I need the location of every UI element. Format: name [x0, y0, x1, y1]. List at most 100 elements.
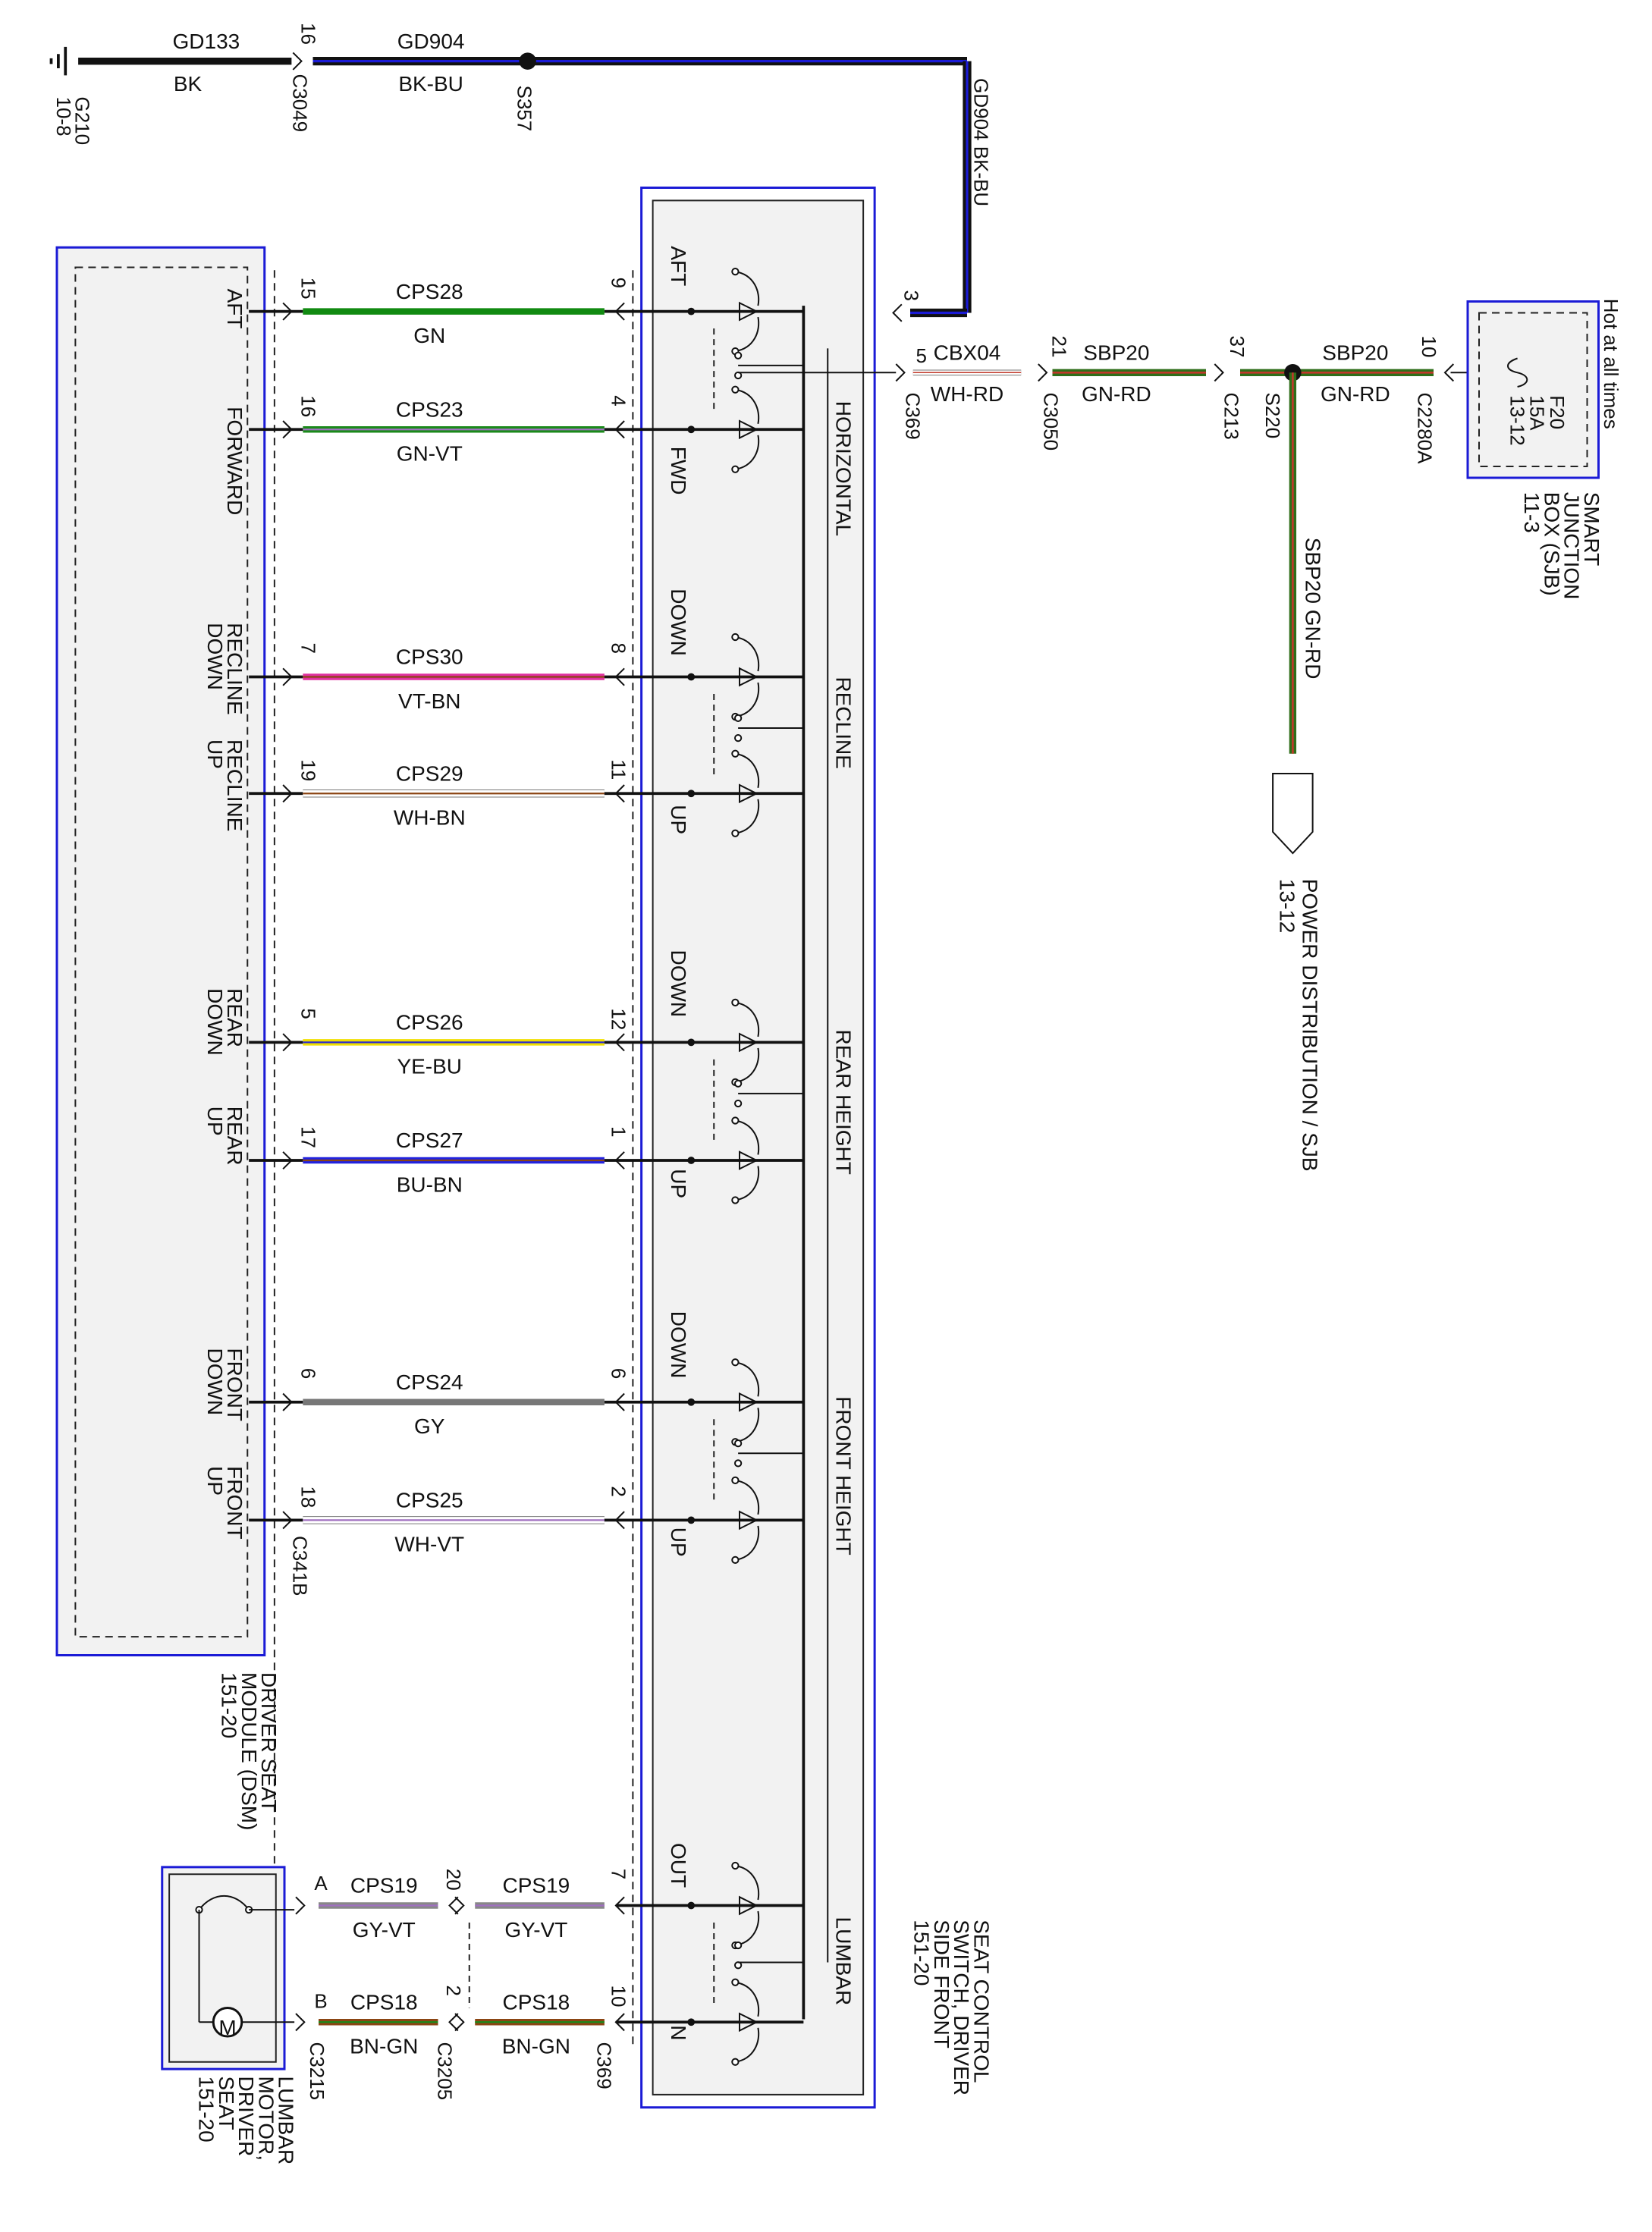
splice-s357-label: S357 [514, 86, 536, 132]
ground-wire-color: BK [174, 72, 203, 96]
lumbar-wire-cps19-color-b: GY-VT [504, 1918, 567, 1942]
feed-conn1: C3050 [1039, 393, 1062, 451]
lumbar-wire-cps18-color-a: BN-GN [350, 2035, 418, 2058]
switch-section-3: REAR HEIGHT [832, 1030, 856, 1175]
fuse-label: 13-12 [1506, 395, 1528, 446]
lumbar-wire-cps19-contact-lever [735, 1865, 760, 1901]
lumbar-wire-cps18-contact-lever [735, 1981, 760, 2017]
lumbar-wire-cps18-inline-arrow2 [454, 2013, 465, 2032]
lumbar-wire-cps19-motor-arrow [295, 1896, 306, 1915]
switch-mid-contact [734, 1439, 743, 1448]
sjb-fill [1468, 301, 1599, 478]
lumbar-wire-cps18-contact-lever2 [735, 2027, 760, 2063]
dsm-wire-cps25-switch-pin: 2 [607, 1486, 630, 1496]
dsm-wire-cps29-switch-arrow [614, 784, 625, 803]
dsm-wire-cps24-function: FRONT [223, 1348, 247, 1421]
dsm-wire-cps27-function: REAR [223, 1107, 247, 1166]
switch-mid-contact [734, 1079, 743, 1088]
dsm-wire-cps29-dsm-pin: 19 [297, 759, 320, 781]
gd904-name: GD904 [397, 30, 465, 53]
lumbar-wire-cps19-node [687, 1901, 696, 1910]
dsm-wire-cps30-circuit: CPS30 [396, 645, 463, 669]
lumbar-inline-connector: C3205 [434, 2042, 457, 2101]
lumbar-wire-cps19-color-a: GY-VT [353, 1918, 416, 1942]
dsm-wire-cps27-contact-pivot [731, 1116, 740, 1125]
dsm-wire-cps25-contact-pivot2 [731, 1555, 740, 1564]
dsm-wire-cps26-dsm-arrow [282, 1033, 293, 1052]
dsm-wire-cps25-contact-pivot [731, 1476, 740, 1484]
dsm-wire-cps30-contact-lever [735, 636, 760, 672]
dsm-connector: C341B [288, 1536, 311, 1596]
dsm-wire-cps23-color: GN-VT [397, 442, 463, 466]
lumbar-wire-cps19-circuit-b: CPS19 [503, 1874, 570, 1898]
dsm-wire-cps30-dsm-arrow [282, 667, 293, 686]
dsm-wire-cps26-switch-pin: 12 [607, 1008, 630, 1030]
dsm-wire-cps27-contact-lever [735, 1119, 760, 1155]
dsm-wire-cps30-contact-pivot [731, 633, 740, 642]
dsm-wire-cps29-contact-pivot [731, 749, 740, 758]
switch-mid-contact [734, 734, 743, 742]
feed-wire1-name: CBX04 [934, 341, 1001, 364]
dsm-wire-cps23-contact-arrowhead [739, 419, 758, 440]
switch-label-bottom: UP [667, 805, 690, 834]
dsm-wire-cps30-switch-pin: 8 [607, 643, 630, 654]
sjb-name-line: JUNCTION [1560, 492, 1584, 600]
dsm-wire-cps25-function: UP [203, 1466, 227, 1496]
dsm-wire-cps23-circuit: CPS23 [396, 397, 463, 421]
dsm-wire-cps23-switch-pin: 4 [607, 395, 630, 406]
dsm-wire-cps24-circuit: CPS24 [396, 1370, 463, 1394]
gd904-switch-pin: 3 [900, 290, 923, 301]
dsm-wire-cps29-node [687, 790, 696, 798]
dsm-wire-cps25-dsm-arrow [282, 1511, 293, 1530]
dsm-wire-cps24-switch-pin: 6 [607, 1368, 630, 1379]
fuse-label: 15A [1526, 395, 1549, 431]
power-distribution-label: 13-12 [1276, 879, 1299, 934]
power-distribution-label: POWER DISTRIBUTION / SJB [1299, 879, 1322, 1172]
dsm-wire-cps27-function: UP [203, 1107, 227, 1136]
splice-s357 [519, 52, 536, 70]
switch-name-line: SEAT CONTROL [969, 1920, 993, 2083]
dsm-wire-cps29-dsm-arrow [282, 784, 293, 803]
dsm-wire-cps29-contact-pivot2 [731, 829, 740, 837]
fuse-symbol [1507, 357, 1528, 388]
dsm-wire-cps27-circuit: CPS27 [396, 1129, 463, 1152]
lumbar-name-line: LUMBAR [275, 2077, 298, 2165]
lumbar-wire-cps19-switch-pin: 7 [607, 1869, 630, 1879]
dsm-wire-cps29-switch-pin: 11 [607, 759, 630, 780]
switch-mid-contact [734, 351, 743, 359]
ground-connector: C3049 [288, 74, 311, 133]
dsm-wire-cps27-dsm-pin: 17 [297, 1126, 320, 1148]
sjb-inner-dash [1478, 312, 1588, 467]
switch-name-line: SWITCH, DRIVER [950, 1920, 973, 2095]
ground-pin: 16 [297, 23, 320, 45]
feed-wire2-color: GN-RD [1082, 382, 1151, 406]
dsm-wire-cps28-contact-pivot [731, 268, 740, 276]
power-distribution-connector [1272, 773, 1314, 855]
switch-label-top: AFT [667, 246, 690, 286]
switch-label-top: DOWN [667, 589, 690, 656]
lumbar-wire-cps18-contact-pivot [731, 1978, 740, 1986]
lumbar-wire-cps18-motor-arrow [295, 2013, 306, 2032]
dsm-wire-cps24-dsm-pin: 6 [297, 1368, 320, 1379]
dsm-wire-cps26-contact-pivot [731, 998, 740, 1006]
dsm-wire-cps29-contact-arrowhead [739, 783, 758, 804]
dsm-wire-cps25-function: FRONT [223, 1466, 247, 1539]
dsm-wire-cps25-switch-arrow [614, 1511, 625, 1530]
dsm-wire-cps24-contact-arrowhead [739, 1392, 758, 1412]
switch-mid-contact [734, 1459, 743, 1468]
lumbar-wire-cps18-contact-pivot2 [731, 2058, 740, 2066]
lumbar-wire-cps19-inline-pin: 20 [442, 1869, 465, 1891]
ground-wire-name: GD133 [173, 30, 240, 53]
feed-c369-arrow [895, 363, 906, 382]
dsm-wire-cps25-contact-lever [735, 1479, 760, 1515]
ground-page-ref: 10-8 [52, 97, 75, 137]
dsm-wire-cps25-node [687, 1516, 696, 1524]
dsm-wire-cps27-contact-arrowhead [739, 1151, 758, 1170]
dsm-wire-cps29-color: WH-BN [394, 806, 466, 830]
sjb-outline [1466, 300, 1600, 479]
feed-wire3-color: GN-RD [1321, 382, 1390, 406]
lumbar-wire-cps19-contact-arrowhead [739, 1895, 758, 1916]
dsm-wire-cps25-contact-lever2 [735, 1525, 760, 1561]
feed-conn2: C213 [1220, 393, 1242, 440]
